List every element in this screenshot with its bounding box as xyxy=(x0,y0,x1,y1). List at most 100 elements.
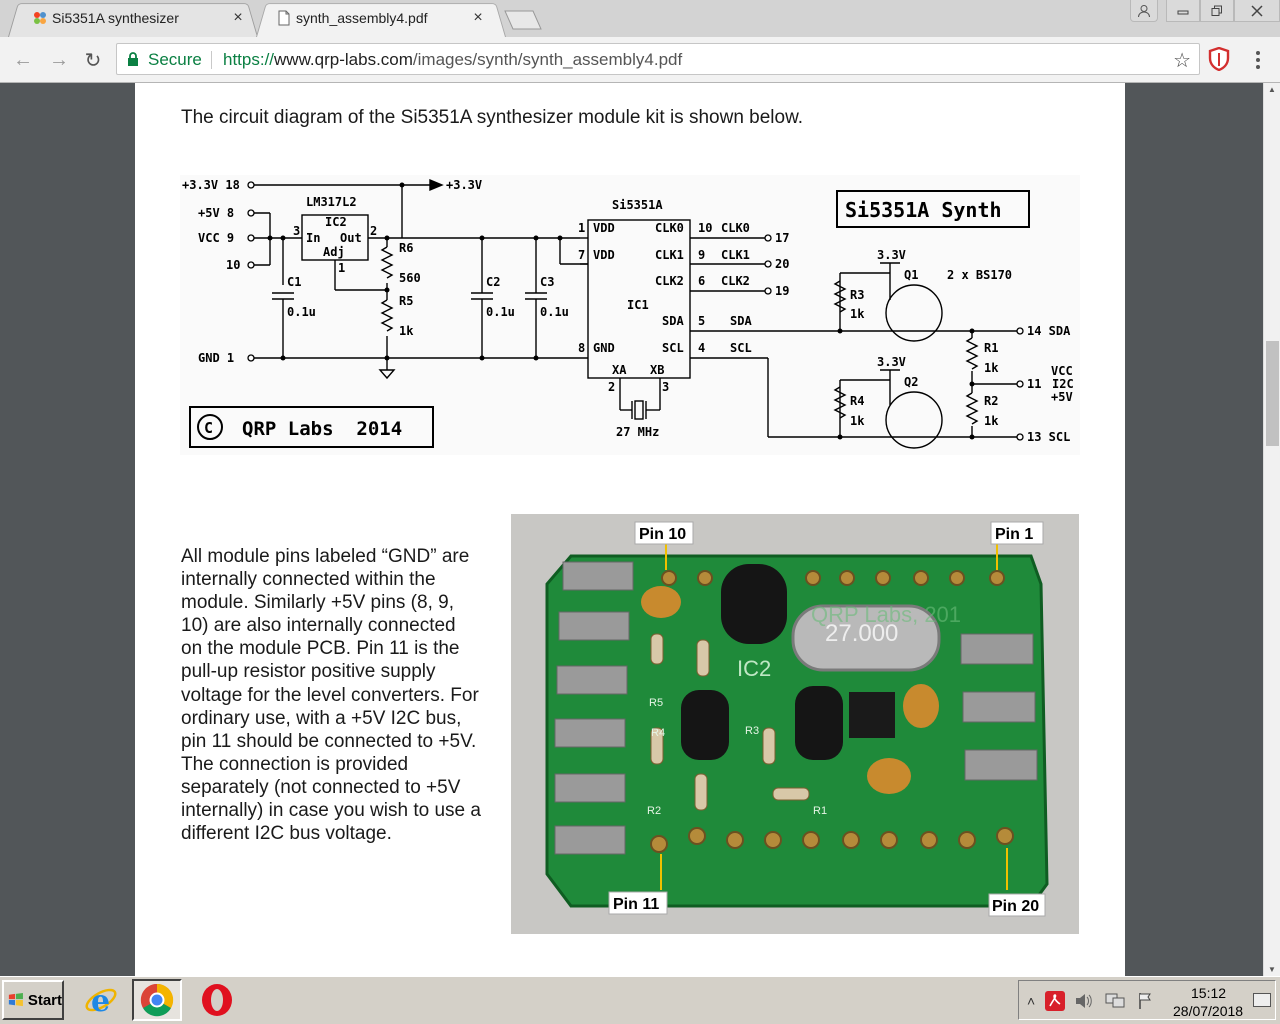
restore-icon[interactable] xyxy=(1200,0,1234,22)
reg-out: Out xyxy=(340,231,362,245)
pin6-num: 6 xyxy=(698,274,705,288)
reg-in: In xyxy=(306,231,320,245)
tab-close-icon[interactable]: × xyxy=(473,9,483,26)
out17-label: 17 xyxy=(775,231,789,245)
rail-in-label: +3.3V 18 xyxy=(182,178,240,192)
url-path: /images/synth/synth_assembly4.pdf xyxy=(412,50,683,69)
pin1-callout: Pin 1 xyxy=(995,526,1033,543)
scl-pin: SCL xyxy=(662,341,684,355)
r6-value: 560 xyxy=(399,271,421,285)
r5-label: R5 xyxy=(399,294,413,308)
pin1-label: 1 xyxy=(578,221,585,235)
p5v-side-label: +5V xyxy=(1051,390,1073,404)
pin-description-paragraph: All module pins labeled “GND” are intern… xyxy=(181,546,481,845)
board-silkscreen: QRP Labs, 201 xyxy=(811,602,961,627)
user-icon[interactable] xyxy=(1130,0,1158,22)
r2-silkscreen: R2 xyxy=(647,805,661,817)
crystal-marking: 27.000 xyxy=(825,620,898,647)
r6-label: R6 xyxy=(399,241,413,255)
start-button[interactable]: Start xyxy=(2,980,64,1020)
start-label: Start xyxy=(27,991,62,1009)
q2-supply: 3.3V xyxy=(877,355,906,369)
reg-ic: IC2 xyxy=(325,215,347,229)
c3-label: C3 xyxy=(540,275,554,289)
clock-time[interactable]: 15:12 xyxy=(1191,985,1227,1001)
reg-pin1: 1 xyxy=(338,261,345,275)
scl-out-label: 13 SCL xyxy=(1027,430,1070,444)
gnd-pin-label: GND xyxy=(593,341,615,355)
vcc-side-label: VCC xyxy=(1051,364,1073,378)
ic1-label: IC1 xyxy=(627,298,649,312)
shield-icon[interactable] xyxy=(1208,47,1230,71)
sda-pin: SDA xyxy=(662,314,684,328)
pin11-out-label: 11 xyxy=(1027,377,1041,391)
c2-label: C2 xyxy=(486,275,500,289)
back-button[interactable]: ← xyxy=(13,48,33,71)
notifications-icon[interactable] xyxy=(1253,993,1271,1007)
tab-title: synth_assembly4.pdf xyxy=(296,10,428,26)
svg-text:e: e xyxy=(91,984,110,1018)
taskbar: Start e ˄ 15:12 28/07/2018 xyxy=(0,976,1280,1024)
scroll-down-arrow-icon[interactable]: ▼ xyxy=(1268,965,1276,974)
clk2-label: CLK2 xyxy=(721,274,750,288)
network-icon[interactable] xyxy=(1105,993,1125,1009)
address-bar[interactable]: Secure https://www.qrp-labs.com/images/s… xyxy=(116,43,1200,75)
sda-label: SDA xyxy=(730,314,752,328)
chrome-icon[interactable] xyxy=(132,979,182,1021)
joomla-icon xyxy=(34,12,46,24)
clock-date[interactable]: 28/07/2018 xyxy=(1173,1003,1244,1019)
pin20-callout: Pin 20 xyxy=(992,898,1039,915)
bookmark-star-icon[interactable]: ☆ xyxy=(1173,50,1191,72)
r1-label: R1 xyxy=(984,341,998,355)
scrollbar-thumb[interactable] xyxy=(1266,341,1279,446)
scl-label: SCL xyxy=(730,341,752,355)
clk2-pin: CLK2 xyxy=(655,274,684,288)
out19-label: 19 xyxy=(775,284,789,298)
vertical-scrollbar[interactable]: ▲ ▼ xyxy=(1263,83,1280,976)
volume-icon[interactable] xyxy=(1075,993,1093,1009)
xtal-label: 27 MHz xyxy=(616,425,659,439)
tab-strip: Si5351A synthesizer × synth_assembly4.pd… xyxy=(0,0,1280,37)
pcb-photo: 27.000 IC2 QRP Labs, 201 R5 R4 R3 R2 R1 xyxy=(511,514,1079,934)
pdf-page: The circuit diagram of the Si5351A synth… xyxy=(135,83,1125,976)
opera-icon[interactable] xyxy=(192,979,242,1021)
c1-label: C1 xyxy=(287,275,301,289)
scroll-up-arrow-icon[interactable]: ▲ xyxy=(1268,85,1276,94)
vcc-label: VCC 9 xyxy=(198,231,234,245)
forward-button[interactable]: → xyxy=(49,48,69,71)
i2c-side-label: I2C xyxy=(1052,377,1074,391)
c1-value: 0.1u xyxy=(287,305,316,319)
lock-icon xyxy=(128,52,138,66)
r1-value: 1k xyxy=(984,361,999,375)
minimize-icon[interactable] xyxy=(1166,0,1200,22)
windows-flag-icon xyxy=(8,992,23,1007)
vdd1-label: VDD xyxy=(593,221,615,235)
tab-synth-assembly4-pdf[interactable]: synth_assembly4.pdf × xyxy=(256,0,506,37)
url-text[interactable]: https://www.qrp-labs.com/images/synth/sy… xyxy=(223,50,682,70)
tray-chevron-icon[interactable]: ˄ xyxy=(1027,993,1036,1009)
copyright-label: QRP Labs 2014 xyxy=(242,418,402,440)
menu-icon[interactable] xyxy=(1250,47,1266,73)
reload-button[interactable]: ↻ xyxy=(84,49,102,72)
ie-icon[interactable]: e xyxy=(76,979,126,1021)
url-host: www.qrp-labs.com xyxy=(274,50,413,69)
circuit-diagram: +3.3V 18 +3.3V +5V 8 VCC 9 10 GND 1 LM31… xyxy=(180,175,1080,455)
tab-title: Si5351A synthesizer xyxy=(52,10,179,26)
action-center-flag-icon[interactable] xyxy=(1137,992,1155,1010)
close-icon[interactable] xyxy=(1234,0,1280,22)
window-controls xyxy=(1130,0,1280,22)
tab-close-icon[interactable]: × xyxy=(233,9,243,26)
bs170-label: 2 x BS170 xyxy=(947,268,1012,282)
xb-label: XB xyxy=(650,363,664,377)
acrobat-tray-icon[interactable] xyxy=(1045,991,1065,1011)
tab-si5351a-synthesizer[interactable]: Si5351A synthesizer × xyxy=(8,0,258,37)
pin10-num: 10 xyxy=(698,221,712,235)
r4-label: R4 xyxy=(850,394,864,408)
new-tab-button[interactable] xyxy=(503,10,543,30)
r5-value: 1k xyxy=(399,324,414,338)
document-icon xyxy=(278,10,290,26)
clk0-pin: CLK0 xyxy=(655,221,684,235)
system-tray: ˄ 15:12 28/07/2018 xyxy=(1018,980,1276,1020)
pin9-num: 9 xyxy=(698,248,705,262)
pin10-callout: Pin 10 xyxy=(639,526,686,543)
